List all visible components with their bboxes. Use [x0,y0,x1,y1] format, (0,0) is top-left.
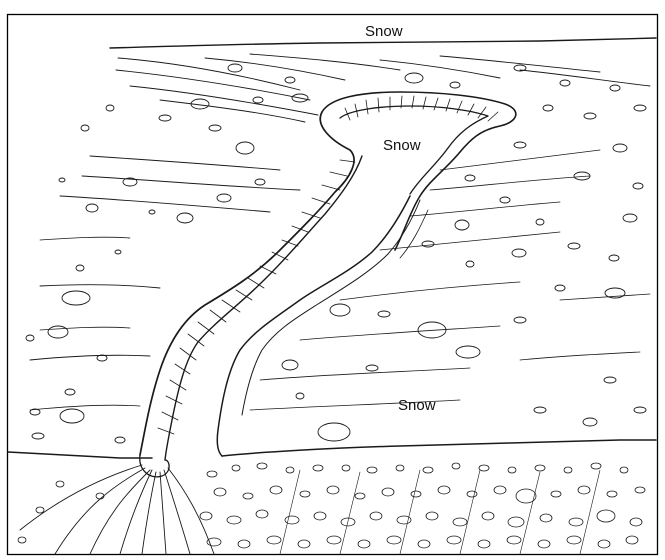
label-snow-basin: Snow [383,137,421,154]
label-snow-slope: Snow [398,397,436,414]
label-snow-top: Snow [365,23,403,40]
